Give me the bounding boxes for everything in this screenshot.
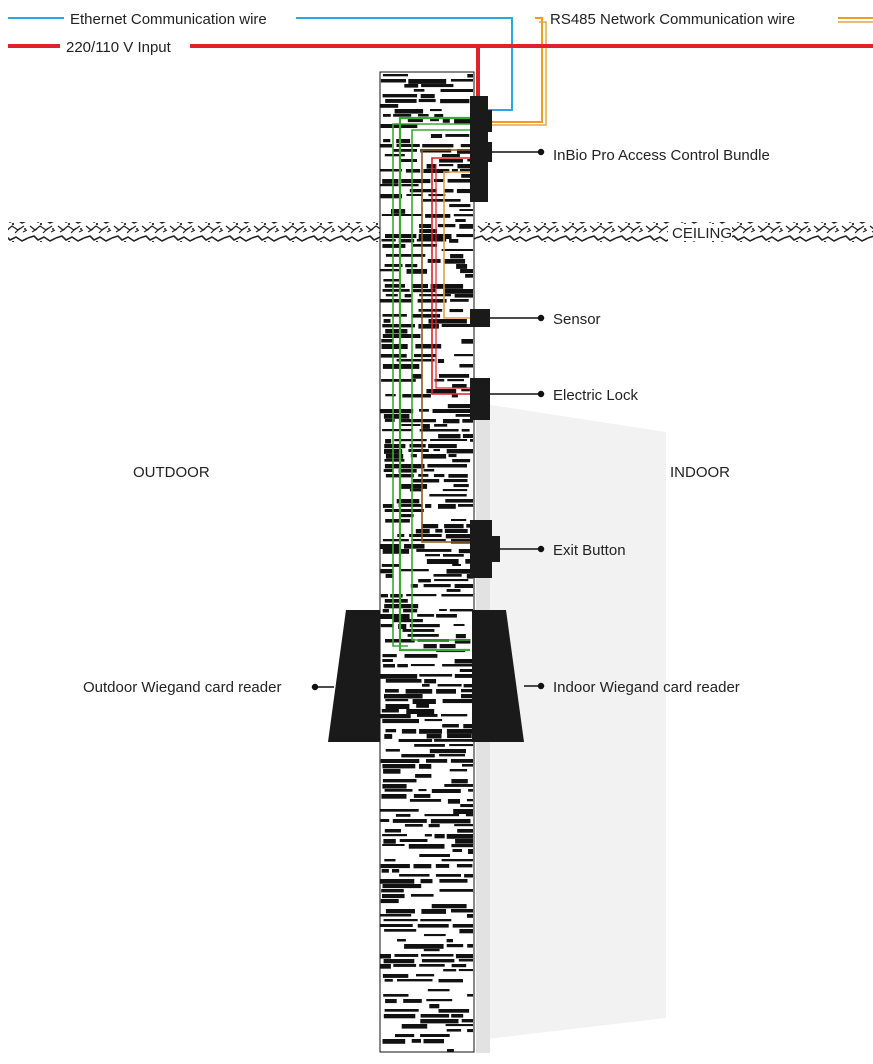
outdoor-reader-device	[328, 610, 380, 742]
outdoor-reader-label: Outdoor Wiegand card reader	[83, 679, 281, 696]
electric-lock-device	[470, 378, 490, 420]
rs485-legend-label: RS485 Network Communication wire	[550, 11, 795, 28]
indoor-label: INDOOR	[670, 464, 730, 481]
ethernet-wire	[8, 17, 513, 111]
outdoor-label: OUTDOOR	[133, 464, 210, 481]
sensor-label: Sensor	[553, 311, 601, 328]
indoor-reader-label: Indoor Wiegand card reader	[553, 679, 740, 696]
exit-button-device	[470, 520, 500, 578]
power-wire	[8, 44, 873, 100]
exit-button-label: Exit Button	[553, 542, 626, 559]
inbio-controller	[470, 96, 492, 202]
internal-cables	[392, 116, 470, 652]
ceiling-label: CEILING	[672, 225, 732, 242]
leader-lines	[311, 148, 545, 691]
controller-label: InBio Pro Access Control Bundle	[553, 147, 770, 164]
lock-label: Electric Lock	[553, 387, 639, 404]
door-panel	[478, 403, 666, 1040]
indoor-reader-device	[472, 610, 524, 742]
brick-wall	[379, 71, 475, 1053]
ethernet-legend-label: Ethernet Communication wire	[70, 11, 267, 28]
sensor-device	[470, 309, 490, 327]
power-legend-label: 220/110 V Input	[66, 39, 172, 56]
rs485-wire	[478, 17, 873, 126]
ceiling-label-bg	[668, 224, 732, 241]
